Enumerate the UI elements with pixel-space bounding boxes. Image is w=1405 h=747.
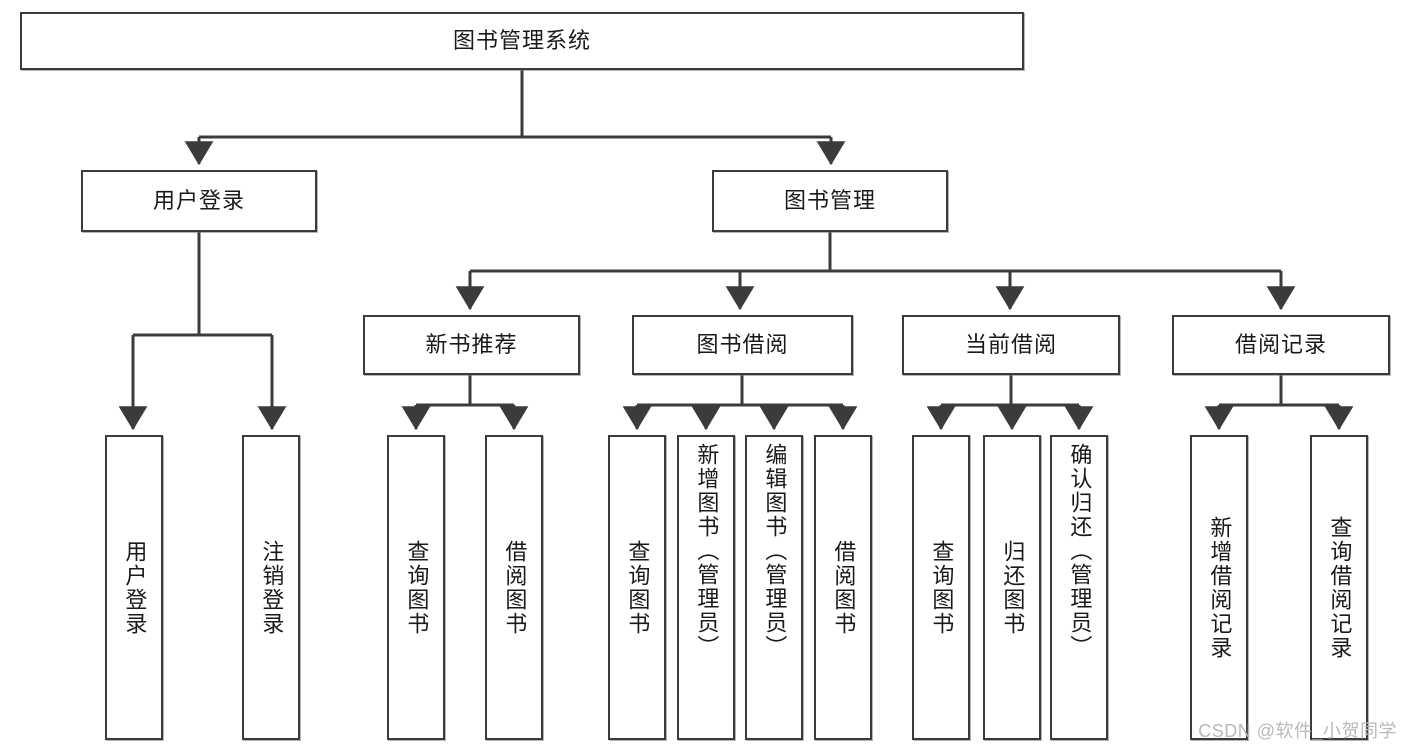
node-book-borrow[interactable]: 图书借阅 (632, 315, 853, 375)
node-user-login[interactable]: 用户登录 (81, 170, 317, 232)
leaf-query-book-recommend[interactable]: 查询图书 (387, 435, 445, 740)
leaf-lend-book[interactable]: 借阅图书 (814, 435, 872, 740)
leaf-query-borrow-record[interactable]: 查询借阅记录 (1310, 435, 1368, 740)
node-root-label: 图书管理系统 (452, 27, 591, 53)
leaf-query-book-borrow-label: 查询图书 (625, 539, 651, 636)
leaf-logout[interactable]: 注销登录 (242, 435, 300, 740)
leaf-lend-book-label: 借阅图书 (831, 539, 857, 636)
leaf-logout-label: 注销登录 (259, 539, 285, 636)
leaf-user-login-label: 用户登录 (122, 539, 148, 636)
leaf-return-book-label: 归还图书 (1000, 539, 1026, 636)
node-root[interactable]: 图书管理系统 (20, 12, 1024, 70)
node-book-management-label: 图书管理 (783, 187, 876, 213)
node-book-management[interactable]: 图书管理 (712, 170, 948, 232)
node-new-book-recommend-label: 新书推荐 (425, 331, 518, 357)
leaf-borrow-book-recommend-label: 借阅图书 (502, 539, 528, 636)
leaf-user-login[interactable]: 用户登录 (105, 435, 163, 740)
node-current-borrow-label: 当前借阅 (964, 331, 1057, 357)
leaf-edit-book-admin-label: 编辑图书（管理员） (762, 443, 788, 659)
csdn-watermark: CSDN @软件_小贺同学 (1198, 721, 1397, 741)
leaf-borrow-book-recommend[interactable]: 借阅图书 (485, 435, 543, 740)
node-borrow-records[interactable]: 借阅记录 (1172, 315, 1390, 375)
leaf-query-borrow-record-label: 查询借阅记录 (1327, 515, 1353, 660)
leaf-query-book-current[interactable]: 查询图书 (912, 435, 970, 740)
node-new-book-recommend[interactable]: 新书推荐 (363, 315, 580, 375)
leaf-query-book-recommend-label: 查询图书 (404, 539, 430, 636)
leaf-add-borrow-record-label: 新增借阅记录 (1207, 515, 1233, 660)
leaf-edit-book-admin[interactable]: 编辑图书（管理员） (745, 435, 803, 740)
leaf-add-book-admin-label: 新增图书（管理员） (694, 443, 720, 659)
node-book-borrow-label: 图书借阅 (696, 331, 789, 357)
node-current-borrow[interactable]: 当前借阅 (902, 315, 1120, 375)
leaf-return-book[interactable]: 归还图书 (983, 435, 1041, 740)
leaf-query-book-current-label: 查询图书 (929, 539, 955, 636)
leaf-query-book-borrow[interactable]: 查询图书 (608, 435, 666, 740)
node-borrow-records-label: 借阅记录 (1234, 331, 1327, 357)
node-user-login-label: 用户登录 (152, 187, 245, 213)
leaf-add-borrow-record[interactable]: 新增借阅记录 (1190, 435, 1248, 740)
leaf-add-book-admin[interactable]: 新增图书（管理员） (677, 435, 735, 740)
leaf-confirm-return-admin[interactable]: 确认归还（管理员） (1050, 435, 1108, 740)
leaf-confirm-return-admin-label: 确认归还（管理员） (1067, 443, 1093, 659)
